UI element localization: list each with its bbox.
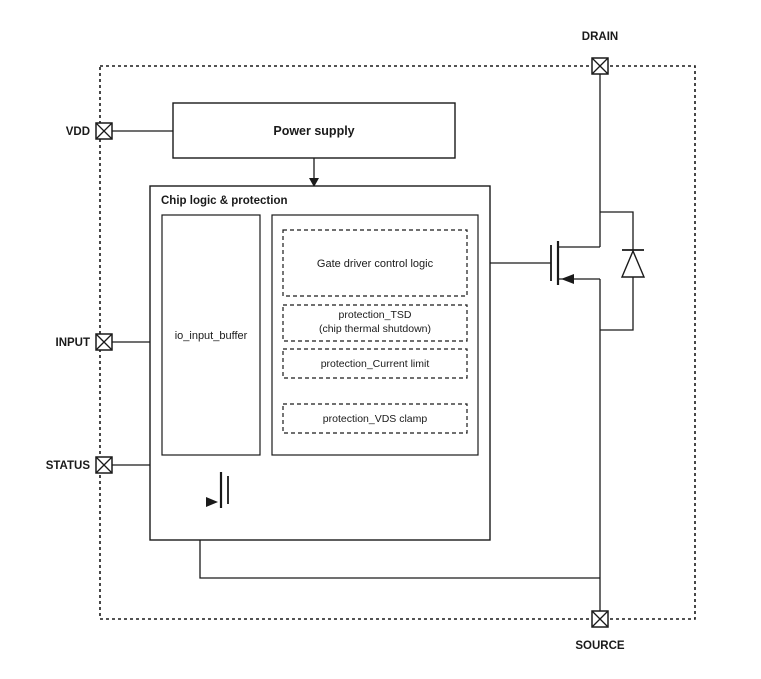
protection-tsd-block: protection_TSD (chip thermal shutdown): [282, 304, 468, 342]
status-pin-label: STATUS: [46, 460, 91, 472]
protection-vds-clamp-block: protection_VDS clamp: [282, 403, 468, 434]
status-mosfet-source-arrow-icon: [206, 497, 218, 507]
power-mosfet-icon: [550, 241, 600, 285]
drain-pin-label: DRAIN: [582, 31, 618, 43]
protection-tsd-label: protection_TSD: [339, 309, 412, 321]
status-mosfet-icon: [206, 472, 229, 508]
io-input-buffer-label: io_input_buffer: [175, 330, 248, 342]
input-pin: [95, 333, 113, 351]
input-pin-label: INPUT: [56, 337, 91, 349]
power-supply-to-logic-arrow: [309, 158, 319, 187]
protection-current-limit-label: protection_Current limit: [321, 358, 430, 370]
arrowhead-down-icon: [309, 178, 319, 187]
drain-pin: [591, 57, 609, 75]
source-pin-label: SOURCE: [575, 640, 625, 652]
protection-tsd-sublabel: (chip thermal shutdown): [319, 323, 431, 335]
status-pin: [95, 456, 113, 474]
chip-logic-label: Chip logic & protection: [161, 195, 288, 207]
gate-driver-label: Gate driver control logic: [317, 258, 434, 270]
power-supply-block: Power supply: [172, 102, 456, 159]
body-diode-icon: [620, 249, 646, 278]
protection-vds-clamp-label: protection_VDS clamp: [323, 413, 428, 425]
vdd-pin: [95, 122, 113, 140]
power-supply-label: Power supply: [273, 124, 354, 138]
source-pin: [591, 610, 609, 628]
chip-boundary: [99, 65, 696, 620]
body-diode-branch-wire: [600, 211, 634, 331]
protection-current-limit-block: protection_Current limit: [282, 348, 468, 379]
io-input-buffer-block: io_input_buffer: [161, 214, 261, 456]
gate-driver-block: Gate driver control logic: [282, 229, 468, 297]
vdd-pin-label: VDD: [66, 126, 90, 138]
mosfet-source-arrow-icon: [561, 274, 574, 284]
